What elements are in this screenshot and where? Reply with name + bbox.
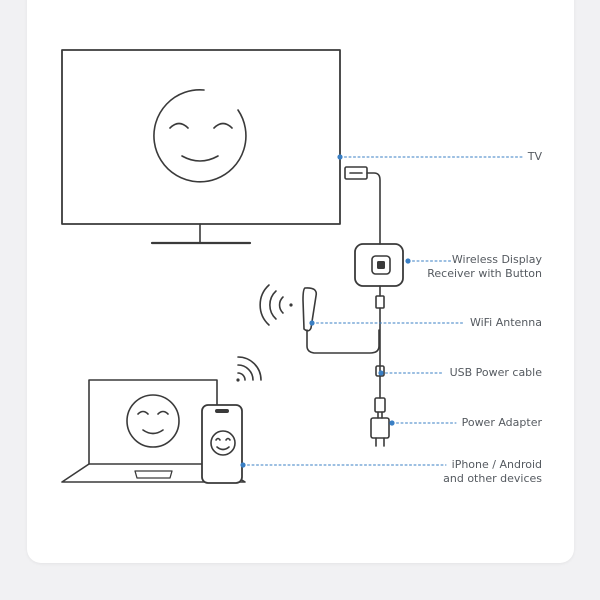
label-antenna-text: WiFi Antenna (469, 316, 542, 329)
label-antenna: WiFi Antenna (470, 316, 542, 330)
diagram-card (27, 0, 574, 563)
label-usb-cable: USB Power cable (450, 366, 542, 380)
smartphone-illustration (201, 404, 243, 484)
label-power-adapter: Power Adapter (462, 416, 542, 430)
label-receiver-line2: Receiver with Button (427, 267, 542, 280)
receiver-illustration (354, 243, 404, 287)
leader-lines (242, 156, 524, 466)
smiley-face-icon (153, 89, 247, 183)
label-receiver-line1: Wireless Display (451, 253, 542, 266)
wifi-antenna-illustration (259, 284, 380, 354)
label-tv-text: TV (527, 150, 542, 163)
usb-plug-icon (375, 295, 385, 309)
label-devices-line2: and other devices (443, 472, 542, 485)
label-devices-line1: iPhone / Android (451, 458, 542, 471)
wifi-signal-icon (236, 356, 262, 382)
smiley-face-icon (126, 394, 180, 448)
wifi-signal-icon (259, 284, 293, 326)
tv-illustration (61, 49, 341, 245)
label-tv: TV (528, 150, 542, 164)
smiley-face-icon (210, 430, 236, 456)
label-devices: iPhone / Android and other devices (443, 458, 542, 486)
label-usb-cable-text: USB Power cable (449, 366, 542, 379)
label-power-adapter-text: Power Adapter (461, 416, 542, 429)
power-adapter-icon (370, 417, 390, 447)
leader-dots (240, 154, 411, 468)
hdmi-cable (344, 166, 381, 245)
label-receiver: Wireless Display Receiver with Button (427, 253, 542, 281)
